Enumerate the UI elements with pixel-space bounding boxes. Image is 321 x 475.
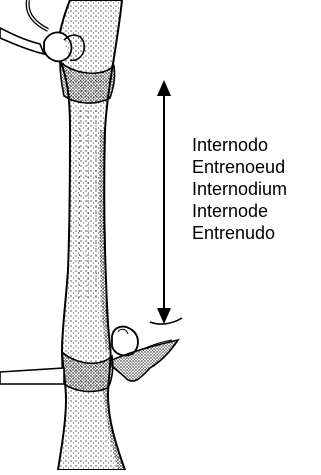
lower-petiole (0, 368, 64, 384)
label-internodo: Internodo (192, 134, 287, 156)
label-entrenudo: Entrenudo (192, 222, 287, 244)
label-entrenoeud: Entrenoeud (192, 156, 287, 178)
internode-labels: Internodo Entrenoeud Internodium Interno… (192, 134, 287, 244)
label-internodium: Internodium (192, 178, 287, 200)
label-internode: Internode (192, 200, 287, 222)
double-headed-arrow-icon (157, 80, 171, 324)
upper-petiole (0, 28, 44, 54)
